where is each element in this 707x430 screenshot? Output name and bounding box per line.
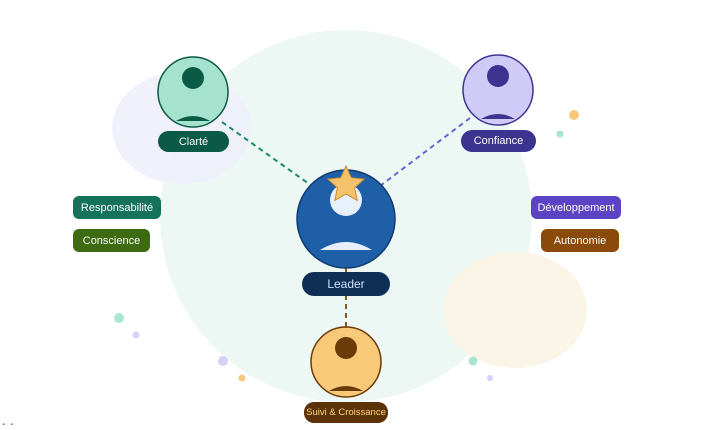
autonomy-tag: Autonomie bbox=[541, 229, 619, 252]
decor-dot bbox=[114, 313, 124, 323]
decor-dot bbox=[132, 331, 140, 339]
responsibility-tag: Responsabilité bbox=[73, 196, 161, 219]
growth-label: Suivi & Croissance bbox=[304, 402, 388, 423]
clarity-label: Clarté bbox=[158, 131, 229, 152]
background-blob-right bbox=[443, 252, 587, 368]
decor-dot bbox=[556, 130, 564, 138]
trust-label: Confiance bbox=[461, 130, 536, 152]
decor-dot bbox=[218, 356, 228, 366]
connector-trust bbox=[379, 117, 471, 187]
corner-mark: - - bbox=[2, 419, 15, 430]
growth-node bbox=[310, 326, 382, 398]
decor-dot bbox=[569, 110, 579, 120]
person-icon bbox=[176, 67, 210, 121]
decor-dot bbox=[238, 374, 246, 382]
trust-node bbox=[462, 54, 534, 126]
development-tag: Développement bbox=[531, 196, 621, 219]
clarity-node bbox=[157, 56, 229, 128]
leader-node bbox=[296, 164, 396, 269]
decor-dot bbox=[487, 375, 493, 381]
person-icon bbox=[481, 65, 515, 119]
person-icon bbox=[329, 337, 363, 391]
connector-clarity bbox=[221, 121, 313, 187]
star-icon bbox=[326, 164, 366, 202]
decor-dot bbox=[468, 356, 478, 366]
awareness-tag: Conscience bbox=[73, 229, 150, 252]
leader-label: Leader bbox=[302, 272, 390, 296]
